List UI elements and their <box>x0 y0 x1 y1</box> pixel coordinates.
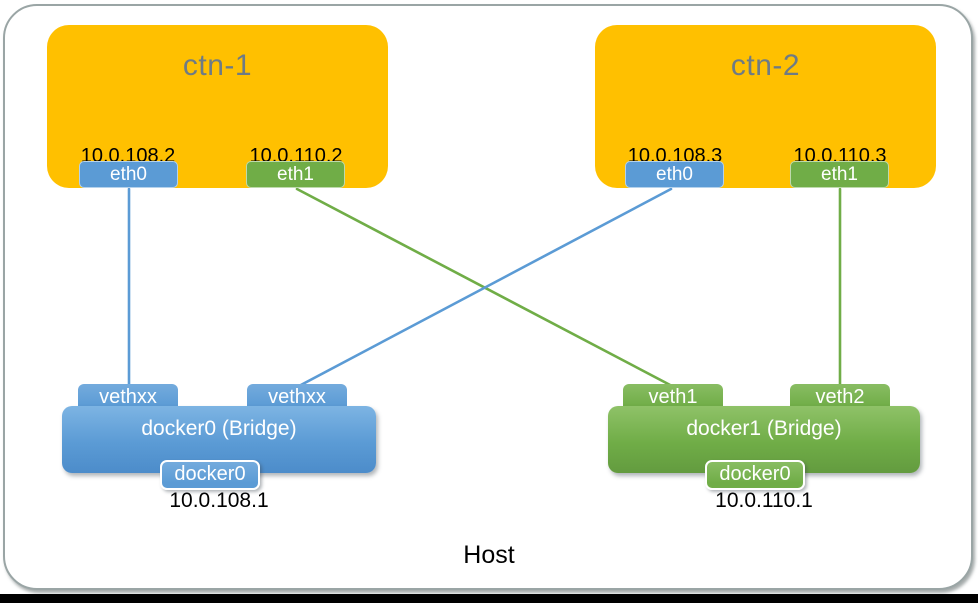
bridge-box-docker1: docker1 (Bridge) <box>608 406 920 473</box>
container-title: ctn-1 <box>182 49 253 82</box>
interface-tab-ctn2-eth1: eth1 <box>790 161 889 188</box>
interface-tab-ctn2-eth0: eth0 <box>625 161 724 188</box>
bridge-title: docker1 (Bridge) <box>686 417 842 440</box>
bottom-black-strip <box>0 594 978 603</box>
device-tag-docker1: docker0 <box>705 460 805 490</box>
bridge-ip-docker0: 10.0.108.1 <box>169 489 269 512</box>
container-title: ctn-2 <box>730 49 801 82</box>
container-box-ctn2: ctn-2 10.0.108.3 10.0.110.3 eth0 eth1 <box>595 25 936 188</box>
bridge-ip-docker1: 10.0.110.1 <box>715 489 813 512</box>
bridge-title: docker0 (Bridge) <box>141 417 297 440</box>
device-tag-docker0: docker0 <box>160 460 260 490</box>
host-label: Host <box>463 541 515 569</box>
link-ctn2-eth0-to-docker0-vethxx <box>297 187 673 388</box>
interface-tab-ctn1-eth0: eth0 <box>79 161 178 188</box>
interface-tab-ctn1-eth1: eth1 <box>246 161 345 188</box>
container-box-ctn1: ctn-1 10.0.108.2 10.0.110.2 eth0 eth1 <box>47 25 388 188</box>
